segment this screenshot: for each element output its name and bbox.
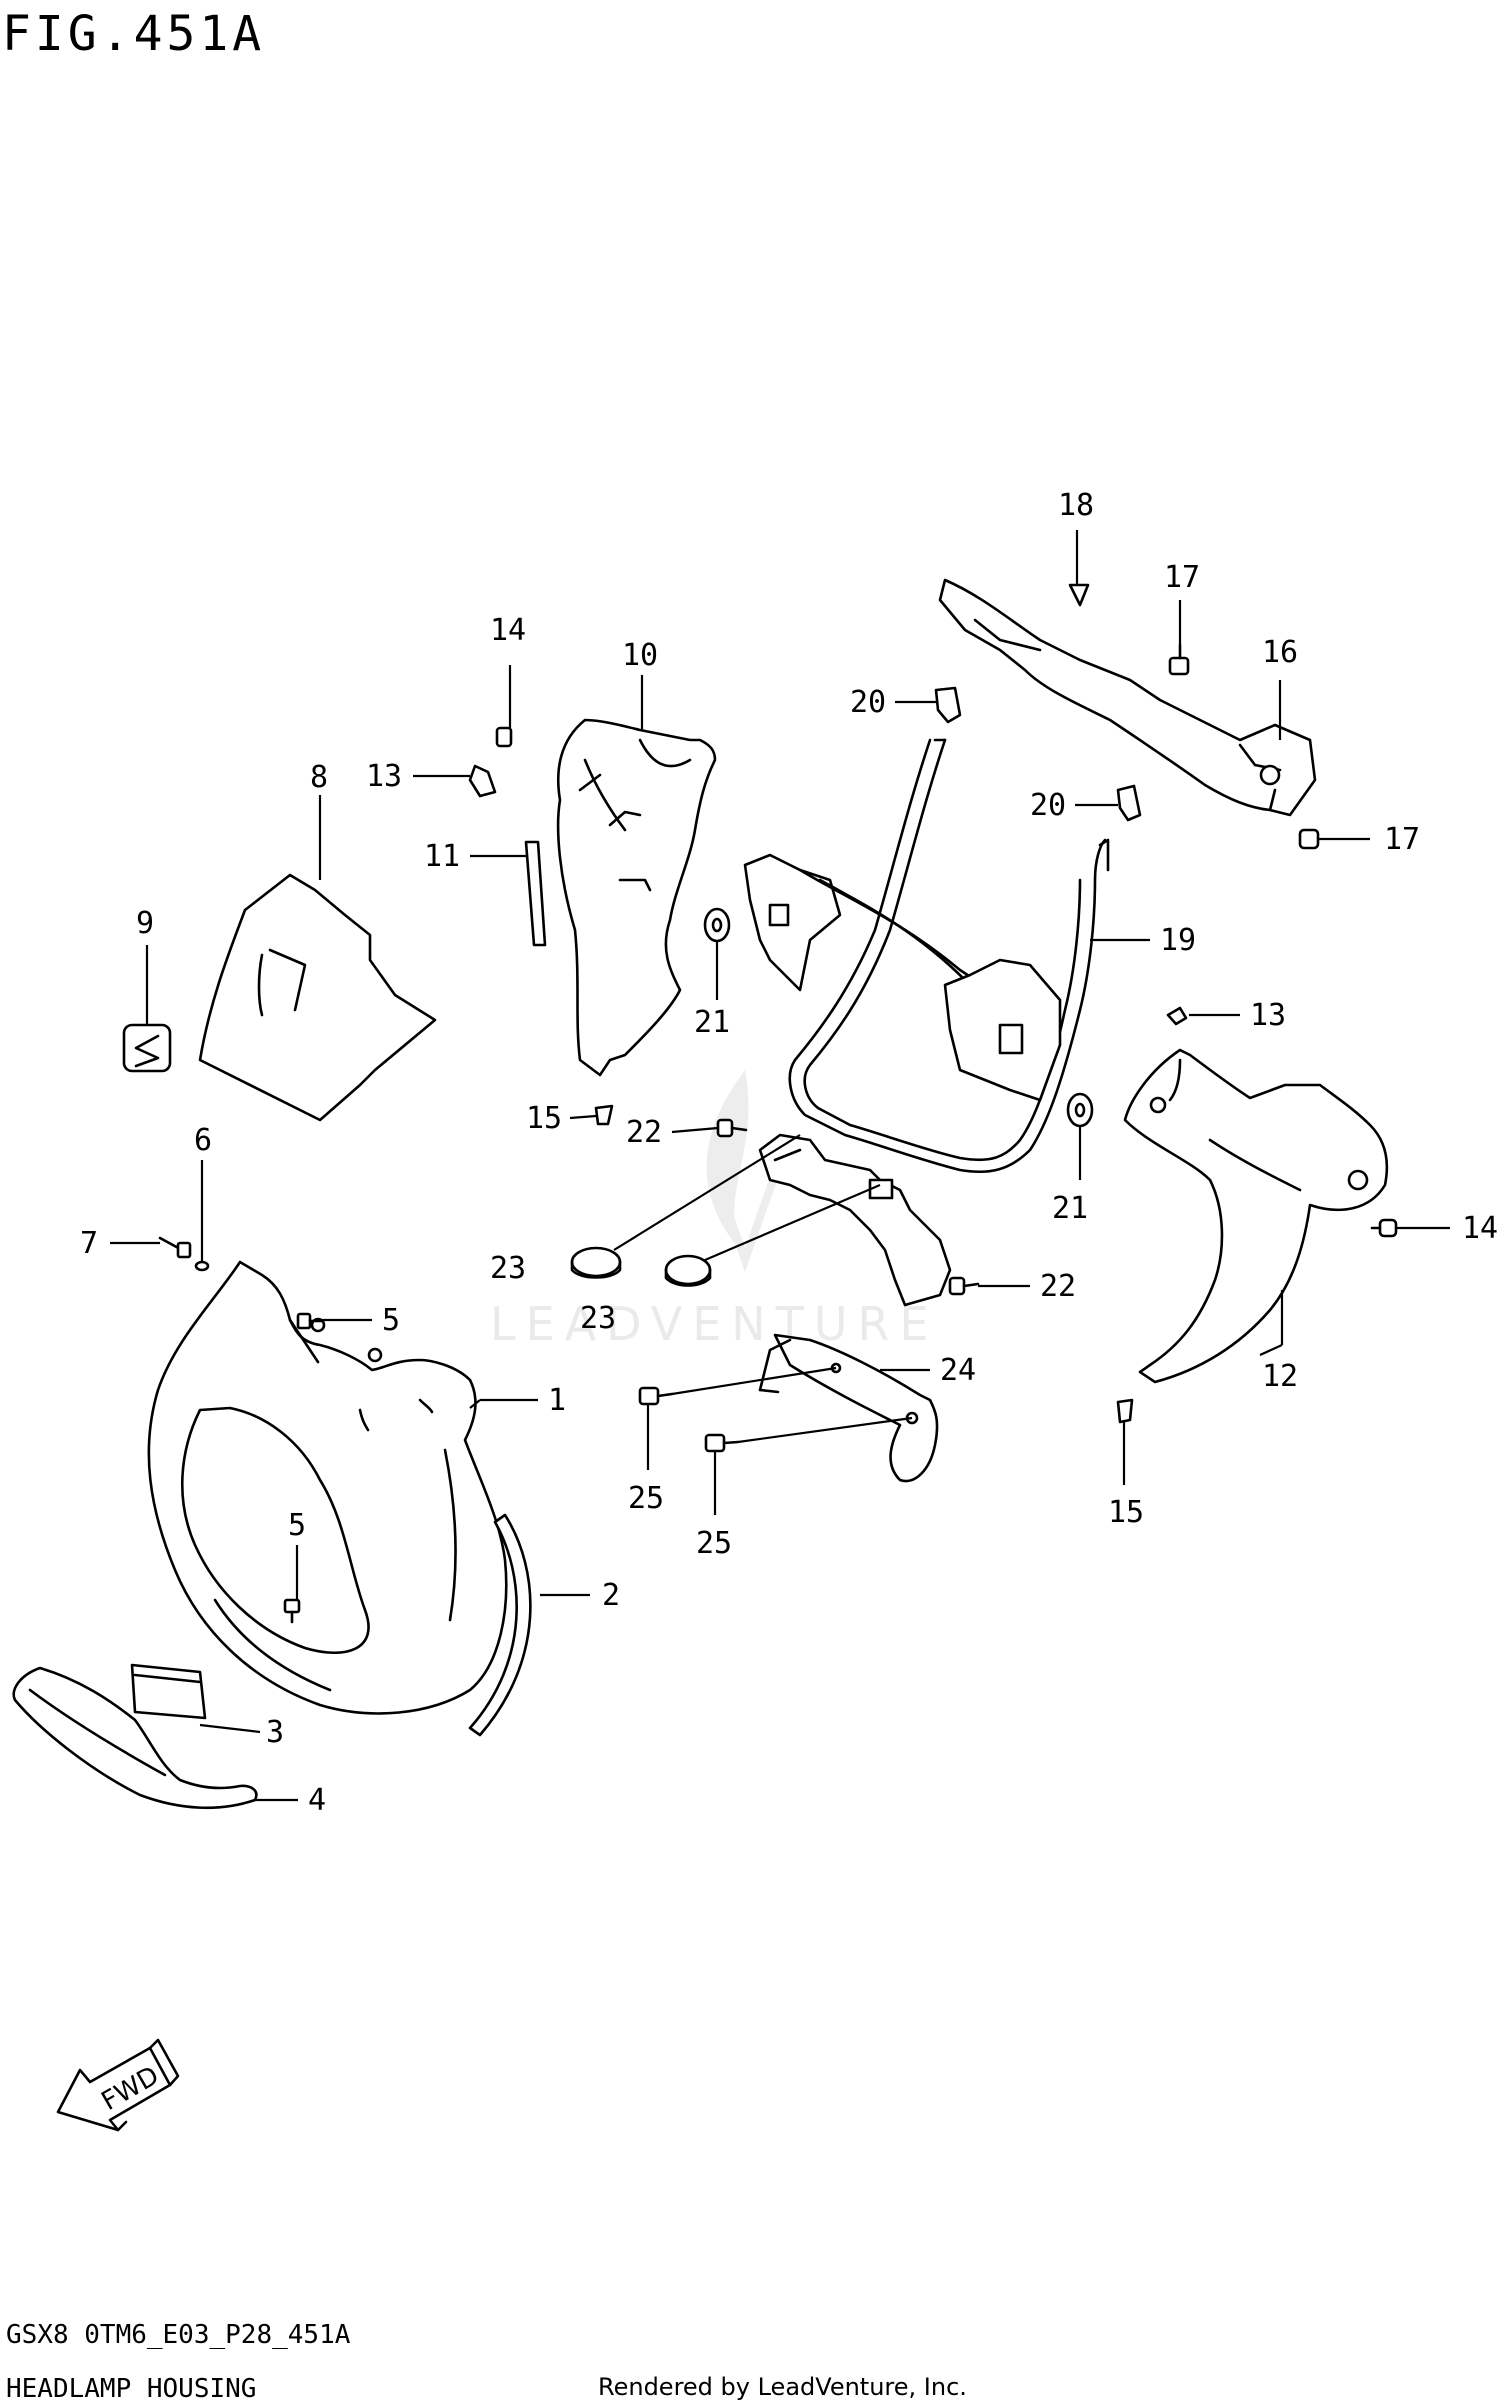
callout-10: 10 <box>622 638 658 673</box>
part-5-screw-upper <box>296 1312 324 1330</box>
callout-13-left: 13 <box>366 759 402 794</box>
callout-14-left: 14 <box>490 613 526 648</box>
part-20-clip-upper <box>934 686 962 724</box>
part-17-bolt-upper <box>1168 643 1190 676</box>
fwd-direction-arrow: FWD <box>56 2038 180 2132</box>
part-5-screw-lower <box>283 1598 301 1624</box>
callout-19: 19 <box>1160 923 1196 958</box>
callout-21-right: 21 <box>1052 1191 1088 1226</box>
callout-16: 16 <box>1262 635 1298 670</box>
callout-5-lower: 5 <box>288 1508 306 1543</box>
part-23-grommet-upper <box>570 1246 622 1279</box>
callout-8: 8 <box>310 760 328 795</box>
callout-4: 4 <box>308 1783 326 1818</box>
callout-labels: 1 2 3 4 5 5 6 7 8 9 10 11 12 13 13 14 14… <box>80 488 1498 1818</box>
part-22-screw-left <box>716 1118 748 1138</box>
callout-3: 3 <box>266 1715 284 1750</box>
callout-24: 24 <box>940 1353 976 1388</box>
part-13-clip-right <box>1166 1006 1188 1026</box>
part-3-pad <box>130 1663 207 1720</box>
callout-2: 2 <box>602 1578 620 1613</box>
part-4-lower-cover <box>12 1666 258 1810</box>
part-18-clip <box>1068 583 1090 607</box>
leader-lines <box>110 530 1450 1802</box>
callout-1: 1 <box>548 1383 566 1418</box>
callout-15-left: 15 <box>526 1101 562 1136</box>
callout-25-upper: 25 <box>628 1481 664 1516</box>
part-2-trim-strip <box>468 1513 532 1737</box>
callout-17-upper: 17 <box>1164 560 1200 595</box>
part-17-bolt-lower <box>1298 828 1320 850</box>
callout-23-lower: 23 <box>580 1301 616 1336</box>
callout-22-left: 22 <box>626 1115 662 1150</box>
callout-22-right: 22 <box>1040 1269 1076 1304</box>
part-22-screw-right <box>948 1276 980 1296</box>
figure-name: HEADLAMP HOUSING <box>6 2374 256 2404</box>
callout-23-upper: 23 <box>490 1251 526 1286</box>
part-12-inner-panel <box>1123 1048 1389 1384</box>
callout-20-lower: 20 <box>1030 788 1066 823</box>
callout-21-left: 21 <box>694 1005 730 1040</box>
frame-lower-bracket <box>758 1133 952 1307</box>
render-credit: Rendered by LeadVenture, Inc. <box>598 2373 967 2401</box>
part-25-bolt-upper <box>638 1386 674 1406</box>
part-11-seal-strip <box>524 840 547 947</box>
part-6-grommet <box>194 1260 210 1272</box>
part-16-upper-stay <box>938 578 1317 817</box>
watermark: LEADVENTURE <box>490 1070 939 1351</box>
part-24-stay <box>758 1333 939 1483</box>
part-21-washer-left <box>703 907 731 943</box>
callout-17-lower: 17 <box>1384 822 1420 857</box>
part-1-headlamp-housing <box>147 1260 508 1715</box>
part-21-washer-right <box>1066 1092 1094 1128</box>
part-25-bolt-lower <box>704 1433 740 1453</box>
part-13-clip-left <box>468 764 497 798</box>
callout-7: 7 <box>80 1226 98 1261</box>
callout-5-upper: 5 <box>382 1303 400 1338</box>
figure-code: GSX8 0TM6_E03_P28_451A <box>6 2320 351 2350</box>
callout-13-right: 13 <box>1250 998 1286 1033</box>
callout-25-lower: 25 <box>696 1526 732 1561</box>
part-23-grommet-lower <box>664 1254 712 1287</box>
watermark-text: LEADVENTURE <box>490 1297 939 1351</box>
part-14-screw-right <box>1370 1218 1398 1238</box>
callout-11: 11 <box>424 839 460 874</box>
part-15-clip-right <box>1116 1398 1134 1424</box>
callout-20-upper: 20 <box>850 685 886 720</box>
callout-15-right: 15 <box>1108 1495 1144 1530</box>
part-9-emblem <box>122 1023 172 1073</box>
part-8-inner-panel <box>198 873 437 1122</box>
callout-9: 9 <box>136 906 154 941</box>
part-14-screw-left <box>495 726 513 748</box>
figure-title: FIG.451A <box>2 6 265 62</box>
part-20-clip-lower <box>1116 784 1142 822</box>
callout-18: 18 <box>1058 488 1094 523</box>
part-19-brace-frame <box>743 738 1110 1174</box>
part-7-bolt <box>158 1236 192 1259</box>
callout-14-right: 14 <box>1462 1211 1498 1246</box>
part-15-clip-left <box>594 1104 614 1126</box>
callout-12: 12 <box>1262 1359 1298 1394</box>
part-10-inner-panel <box>556 718 717 1077</box>
callout-6: 6 <box>194 1123 212 1158</box>
